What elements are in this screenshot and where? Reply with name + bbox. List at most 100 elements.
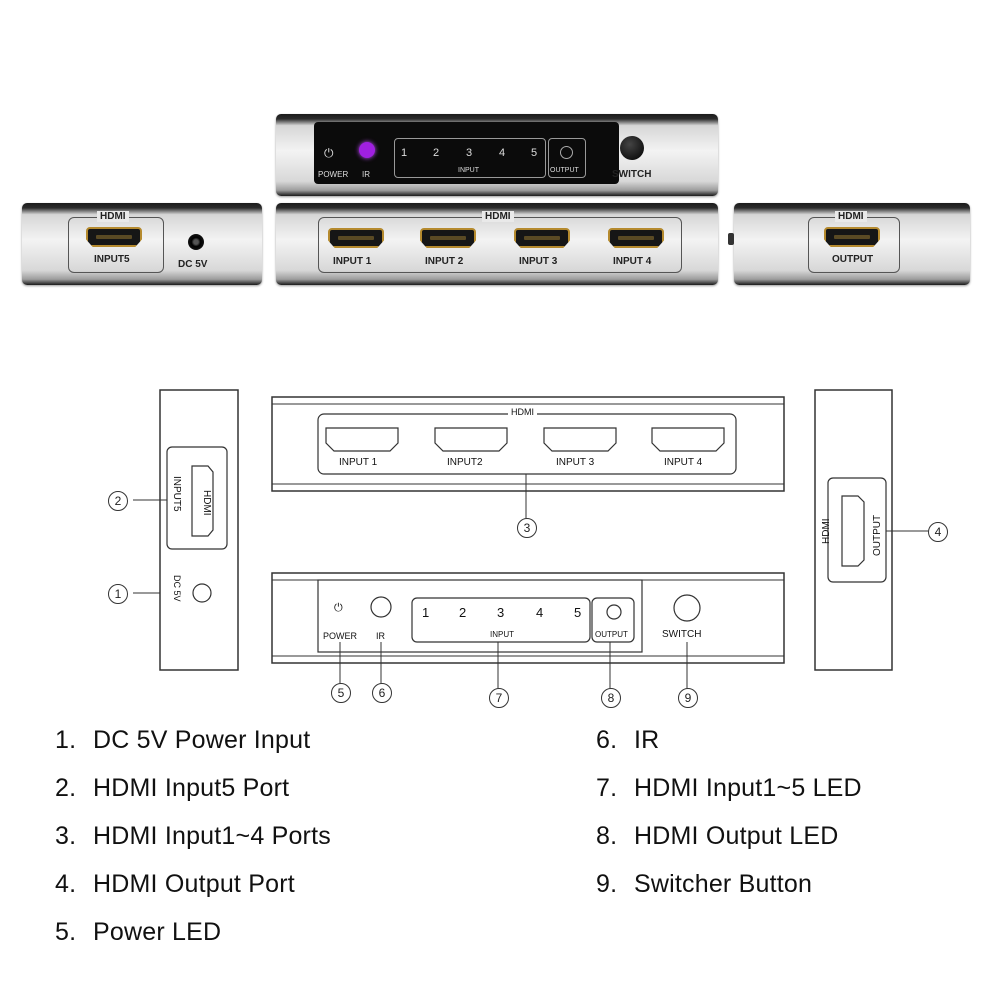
drawing-input-number: 1 xyxy=(422,605,430,620)
photo-input1-port xyxy=(328,228,384,248)
photo-input2-port xyxy=(420,228,476,248)
photo-switch-label: SWITCH xyxy=(612,169,652,180)
drawing-input-label: INPUT xyxy=(488,630,516,639)
ir-led xyxy=(359,142,375,158)
drawing-input2-port xyxy=(434,427,508,452)
photo-switch-button[interactable] xyxy=(620,136,644,160)
drawing-input4-port xyxy=(651,427,725,452)
legend-item-1: 1.DC 5V Power Input xyxy=(55,726,311,754)
drawing-left-body xyxy=(159,389,239,671)
photo-input2-label: INPUT 2 xyxy=(425,256,464,267)
photo-power-label: POWER xyxy=(318,170,349,179)
drawing-output-led-label: OUTPUT xyxy=(595,630,628,639)
drawing-input1-label: INPUT 1 xyxy=(339,457,378,468)
callout-7: 7 xyxy=(489,688,509,708)
drawing-dc-jack xyxy=(192,583,212,603)
photo-input4-label: INPUT 4 xyxy=(613,256,652,267)
drawing-dc-label: DC 5V xyxy=(172,575,182,602)
photo-input3-label: INPUT 3 xyxy=(519,256,558,267)
drawing-left-hdmi-label: HDMI xyxy=(201,490,212,516)
drawing-input-number: 4 xyxy=(536,605,544,620)
photo-input-number: 2 xyxy=(433,147,440,159)
drawing-front-display xyxy=(317,579,643,653)
drawing-input-number: 3 xyxy=(497,605,505,620)
photo-right-hdmi-group: HDMI OUTPUT xyxy=(808,211,900,273)
legend-item-5: 5.Power LED xyxy=(55,918,222,946)
photo-back-hdmi-label: HDMI xyxy=(482,211,514,222)
legend-item-9: 9.Switcher Button xyxy=(596,870,813,898)
drawing-right-body xyxy=(814,389,893,671)
drawing-switch-button xyxy=(673,594,701,622)
photo-input1-label: INPUT 1 xyxy=(333,256,372,267)
power-icon: ⏻ xyxy=(324,146,334,160)
callout-8: 8 xyxy=(601,688,621,708)
photo-output-port xyxy=(824,227,880,247)
callout-2: 2 xyxy=(108,491,128,511)
drawing-input-number: 2 xyxy=(459,605,467,620)
photo-ir-label: IR xyxy=(362,170,370,179)
callout-4: 4 xyxy=(928,522,948,542)
photo-front-panel: ⏻ POWER IR 1 2 3 4 5 INPUT OUTPUT SWITCH xyxy=(276,114,718,196)
drawing-input3-port xyxy=(543,427,617,452)
drawing-power-icon: ⏻ xyxy=(334,602,343,614)
drawing-input-led-group xyxy=(411,597,591,643)
photo-dc-label: DC 5V xyxy=(178,259,208,270)
photo-left-hdmi-group: HDMI INPUT5 xyxy=(68,211,164,273)
photo-input-label: INPUT xyxy=(458,167,479,174)
legend-item-6: 6.IR xyxy=(596,726,660,754)
drawing-output-led xyxy=(606,604,622,620)
photo-input3-port xyxy=(514,228,570,248)
photo-front-display: ⏻ POWER IR 1 2 3 4 5 INPUT OUTPUT xyxy=(314,122,619,184)
drawing-output-label: OUTPUT xyxy=(872,514,883,556)
drawing-input1-port xyxy=(325,427,399,452)
drawing-output-port xyxy=(841,495,865,567)
callout-1: 1 xyxy=(108,584,128,604)
drawing-output-led-group xyxy=(591,597,635,643)
photo-input-number: 1 xyxy=(401,147,408,159)
photo-right-jack xyxy=(728,233,734,245)
photo-back-hdmi-group: HDMI INPUT 1 INPUT 2 INPUT 3 INPUT 4 xyxy=(318,211,682,273)
drawing-right-hdmi-group xyxy=(827,477,887,583)
drawing-input2-label: INPUT2 xyxy=(447,457,483,468)
photo-right-hdmi-label: HDMI xyxy=(835,211,867,222)
legend-item-2: 2.HDMI Input5 Port xyxy=(55,774,290,802)
photo-input4-port xyxy=(608,228,664,248)
photo-left-side: HDMI INPUT5 DC 5V xyxy=(22,203,262,285)
drawing-right-hdmi-label: HDMI xyxy=(821,518,832,544)
photo-input-number: 5 xyxy=(531,147,538,159)
photo-output-led-group: OUTPUT xyxy=(548,138,586,178)
photo-back-panel: HDMI INPUT 1 INPUT 2 INPUT 3 INPUT 4 xyxy=(276,203,718,285)
drawing-back-body xyxy=(271,396,785,492)
callout-6: 6 xyxy=(372,683,392,703)
drawing-input-number: 5 xyxy=(574,605,582,620)
drawing-input5-label: INPUT5 xyxy=(171,476,182,512)
drawing-input3-label: INPUT 3 xyxy=(556,457,595,468)
legend-item-3: 3.HDMI Input1~4 Ports xyxy=(55,822,331,850)
photo-input5-port xyxy=(86,227,142,247)
photo-right-side: HDMI OUTPUT xyxy=(728,203,970,285)
legend-item-7: 7.HDMI Input1~5 LED xyxy=(596,774,862,802)
callout-5: 5 xyxy=(331,683,351,703)
callout-3: 3 xyxy=(517,518,537,538)
photo-output-led xyxy=(560,146,573,159)
photo-left-hdmi-label: HDMI xyxy=(97,211,129,222)
legend-item-4: 4.HDMI Output Port xyxy=(55,870,295,898)
drawing-input4-label: INPUT 4 xyxy=(664,457,703,468)
photo-input-number: 4 xyxy=(499,147,506,159)
drawing-power-label: POWER xyxy=(323,631,358,641)
photo-input-led-group: 1 2 3 4 5 INPUT xyxy=(394,138,546,178)
drawing-ir-label: IR xyxy=(376,631,385,641)
drawing-switch-label: SWITCH xyxy=(662,629,702,640)
photo-input-number: 3 xyxy=(466,147,473,159)
photo-output-label: OUTPUT xyxy=(832,254,874,265)
drawing-input5-port xyxy=(191,465,214,537)
legend-item-8: 8.HDMI Output LED xyxy=(596,822,839,850)
callout-9: 9 xyxy=(678,688,698,708)
drawing-front-body xyxy=(271,572,785,664)
drawing-back-hdmi-label: HDMI xyxy=(508,407,537,417)
drawing-left-hdmi-group xyxy=(166,446,228,550)
photo-dc-jack xyxy=(188,234,204,250)
photo-input5-label: INPUT5 xyxy=(94,254,130,265)
photo-output-label: OUTPUT xyxy=(550,167,579,174)
